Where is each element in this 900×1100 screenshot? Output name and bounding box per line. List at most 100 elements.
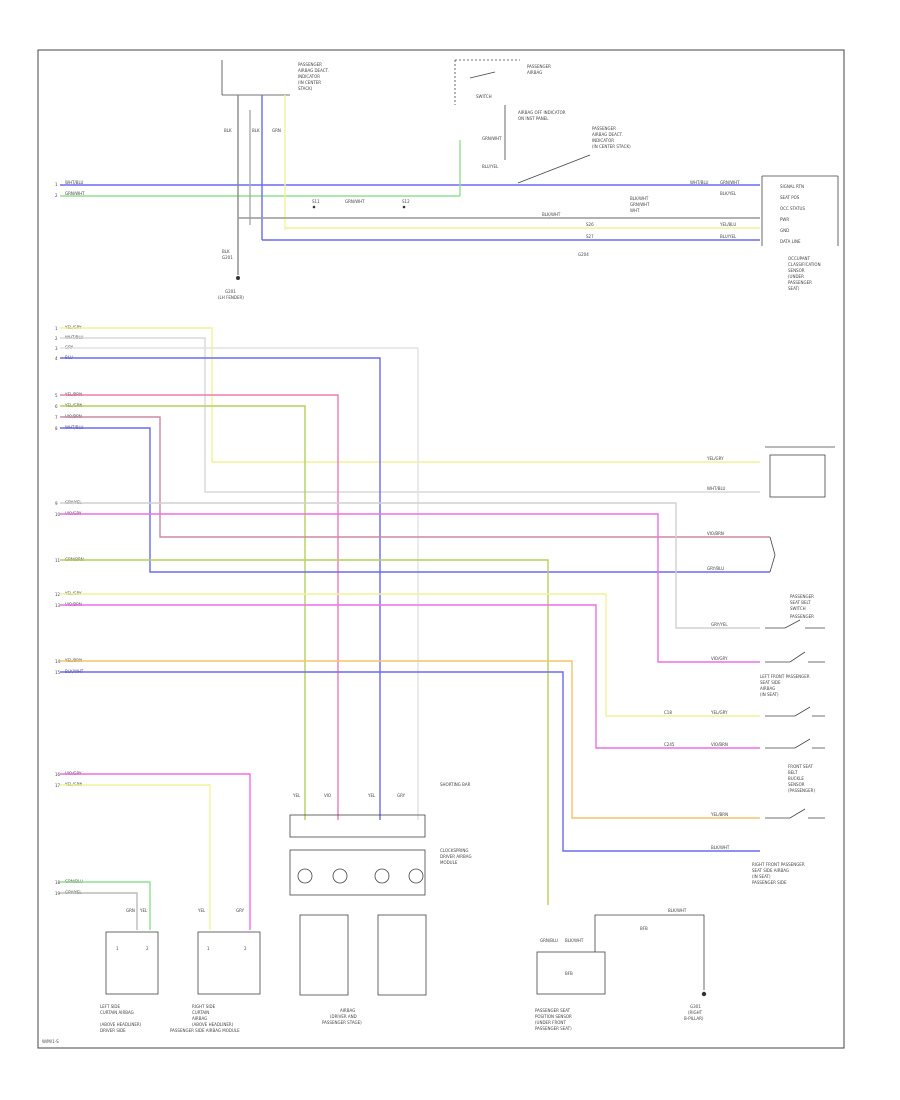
- rmid-0: BLK/WHT: [630, 196, 649, 201]
- rf-side-pin1: 2: [244, 946, 247, 951]
- rmid-1: GRN/WHT: [630, 202, 650, 207]
- g2-wire: BLK/WHT: [668, 908, 687, 913]
- wire-g5-blue: [60, 671, 760, 852]
- top-wire-2: GRN/WHT: [65, 191, 85, 196]
- splice-s11: S11: [312, 199, 320, 204]
- s-label-2: G204: [578, 252, 589, 257]
- g-label-2: BLK: [252, 128, 260, 133]
- rf-side-l4: PASSENGER SIDE AIRBAG MODULE: [170, 1028, 240, 1033]
- g-label-1: BLK: [224, 128, 232, 133]
- ocs-w0: GRN/BLU: [540, 938, 558, 943]
- wire-g0-blue: [60, 357, 381, 820]
- rf-side-l2: AIRBAG: [192, 1016, 207, 1021]
- diagram-id: W/M/1-S: [42, 1039, 59, 1044]
- lg5-pin0: 14: [55, 659, 61, 664]
- rwire-3: YEL/BLU: [719, 222, 736, 227]
- lg4-pin0: 12: [55, 592, 61, 597]
- middle-wires: [60, 327, 776, 930]
- pass-stage-box: [377, 914, 427, 996]
- lg3-pin0: 11: [55, 558, 61, 563]
- mod-name-3: (UNDER: [788, 274, 804, 279]
- wire-g2-magenta: [60, 513, 760, 663]
- g2-l1: (RIGHT: [688, 1010, 703, 1015]
- rflower-switch: [765, 808, 825, 819]
- restraint-w0: GRY/YEL: [711, 622, 728, 627]
- center-pin0: YEL: [292, 793, 301, 798]
- s-label-1: S27: [586, 234, 594, 239]
- ind-label-1: ON INST PANEL: [518, 116, 549, 121]
- sw1-sub: SWITCH: [476, 94, 492, 99]
- callout-leader: [517, 154, 591, 184]
- lg2-pin1: 10: [55, 512, 61, 517]
- sw1-label-0: PASSENGER: [527, 64, 551, 69]
- ocs-w1: BLK/WHT: [565, 938, 584, 943]
- rffront-w0: C18: [664, 710, 672, 715]
- buckle-w0: YEL/GRY: [706, 456, 724, 461]
- diagram-border: [37, 49, 845, 1049]
- wire-g1-pink: [60, 394, 339, 820]
- rf-side-l3: (ABOVE HEADLINER): [192, 1022, 234, 1027]
- rffront-l0: FRONT SEAT: [788, 764, 813, 769]
- beltsw-l2: SWITCH: [790, 606, 806, 611]
- ground-g301-icon: [701, 991, 707, 997]
- g-label-3: GRN: [272, 128, 281, 133]
- mod-pin-1: SEAT POS: [780, 195, 800, 200]
- callout-1: AIRBAG DEACT.: [592, 132, 623, 137]
- restraint-switch: [765, 619, 825, 629]
- center-pin2: YEL: [367, 793, 376, 798]
- lg2-pin0: 9: [55, 501, 58, 506]
- lffront-w0: VIO/GRY: [711, 656, 728, 661]
- beltsw-w1: GRY/BLU: [707, 566, 724, 571]
- splice-mid: GRN/WHT: [345, 199, 365, 204]
- rffront-l2: BUCKLE: [788, 776, 804, 781]
- lf-side-pin0: 1: [116, 946, 119, 951]
- conn-label-0: CLOCKSPRING: [440, 848, 468, 853]
- rwire-1: GRN/WHT: [720, 180, 740, 185]
- lg0-pin1: 2: [55, 336, 58, 341]
- sw1-label-1: AIRBAG: [527, 70, 542, 75]
- ocs-ground-wire: [594, 914, 705, 990]
- lg6-pin0: 16: [55, 772, 61, 777]
- ocs-inner: BFB: [565, 971, 573, 976]
- wire-g6-yellow: [60, 784, 211, 930]
- wire-g3-olive: [60, 559, 549, 905]
- conn-stub-1: [769, 536, 776, 556]
- wire-g0-ltgray: [60, 337, 760, 493]
- center-l2: PASSENGER STAGE): [322, 1020, 362, 1025]
- lf-side-l0: LEFT SIDE: [100, 1004, 121, 1009]
- top-pin-2: 2: [55, 193, 58, 198]
- splice-dot-2: [402, 205, 406, 209]
- lffront-l1: SEAT SIDE: [760, 680, 781, 685]
- rmid-2: WHT: [630, 208, 640, 213]
- rffront-l3: SENSOR: [788, 782, 805, 787]
- center-l1: (DRIVER AND: [330, 1014, 357, 1019]
- wire-g7-gray: [60, 892, 138, 930]
- rmid-3: BLK/WHT: [542, 212, 561, 217]
- rflower-l0: RIGHT FRONT PASSENGER: [752, 862, 805, 867]
- left-pin-groups: 1 2 3 4 YEL/GRY WHT/BLU GRY BLU 5 6 7 8 …: [55, 325, 84, 896]
- module-note-4: STACK): [298, 86, 313, 91]
- gnd-note-0: BLK: [222, 249, 230, 254]
- top-wire-1: WHT/BLU: [65, 180, 84, 185]
- module-note-2: INDICATOR: [298, 74, 320, 79]
- conn-label-1: DRIVER AIRBAG: [440, 854, 472, 859]
- callout-0: PASSENGER: [592, 126, 616, 131]
- center-mark: SHORTING BAR: [440, 782, 471, 787]
- top-section: 1 2 WHT/BLU GRN/WHT BLK BLK GRN PASSENGE…: [55, 59, 839, 300]
- mod-pin-3: PWR: [780, 217, 789, 222]
- conn-label-2: MODULE: [440, 860, 458, 865]
- g2-pin: BFB: [640, 926, 648, 931]
- lf-side-box: [105, 931, 159, 995]
- rflower-l3: PASSENGER SIDE: [752, 880, 787, 885]
- rf-side-pin0: 1: [207, 946, 210, 951]
- wire-g4-magenta: [60, 604, 760, 749]
- ground-g201-icon: [236, 276, 240, 280]
- lf-side-l1: CURTAIN AIRBAG: [100, 1010, 134, 1015]
- rffront-l1: BELT: [788, 770, 798, 775]
- bottom-section: GRN YEL 1 2 LEFT SIDE CURTAIN AIRBAG (AB…: [42, 782, 707, 1044]
- lf-side-pin1: 2: [146, 946, 149, 951]
- wire-g6-magenta: [60, 773, 251, 930]
- lf-side-l3: (ABOVE HEADLINER): [100, 1022, 142, 1027]
- lg1-pin2: 7: [55, 415, 58, 420]
